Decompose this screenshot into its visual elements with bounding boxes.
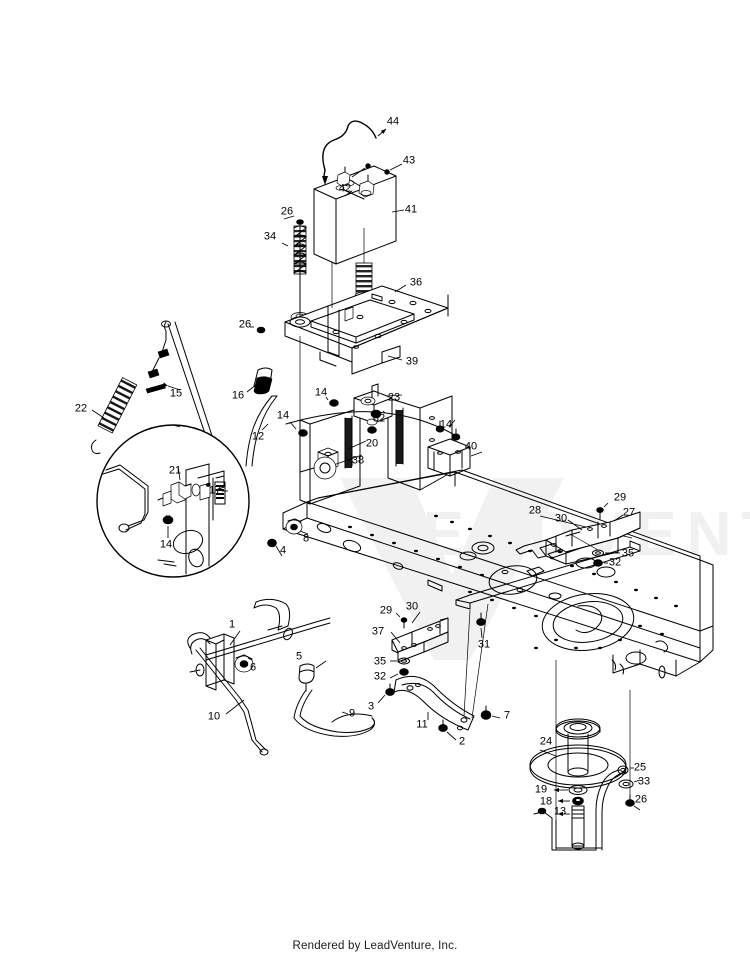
callout-5: 5: [295, 650, 303, 663]
callout-2: 2: [458, 735, 466, 748]
callout-32: 32: [608, 556, 622, 569]
callout-25: 25: [633, 761, 647, 774]
callout-10: 10: [207, 710, 221, 723]
callout-34: 34: [263, 230, 277, 243]
callout-40: 40: [464, 440, 478, 453]
battery-terminal-42: [335, 166, 351, 191]
callout-31: 31: [477, 638, 491, 651]
callout-6: 6: [249, 661, 257, 674]
bracket-23: [353, 383, 403, 424]
callout-28: 28: [528, 504, 542, 517]
callout-21: 21: [168, 464, 182, 477]
callout-30b: 30: [405, 600, 419, 613]
callout-22: 22: [74, 402, 88, 415]
callout-24: 24: [539, 735, 553, 748]
shift-lever-12: [245, 367, 278, 467]
callout-44: 44: [386, 115, 400, 128]
callout-3: 3: [367, 700, 375, 713]
callout-1: 1: [228, 618, 236, 631]
battery-41: [313, 163, 405, 265]
callout-11: 11: [416, 718, 428, 731]
callout-32c: 32: [372, 412, 386, 425]
callout-18: 18: [539, 795, 553, 808]
callout-9: 9: [348, 707, 356, 720]
callout-13: 13: [553, 805, 567, 818]
callout-26b: 26: [238, 318, 252, 331]
callout-14d: 14: [159, 538, 173, 551]
battery-terminal-43: [358, 174, 375, 198]
callout-4: 4: [279, 544, 287, 557]
main-frame-chassis: [267, 469, 714, 679]
callout-38: 38: [351, 454, 365, 467]
part-21-switch: [157, 465, 211, 507]
battery-cable-44: [322, 120, 387, 185]
spring-34: [281, 215, 310, 322]
callout-39: 39: [405, 355, 419, 368]
callout-35: 35: [621, 547, 635, 560]
fastener-stack-32: [366, 409, 386, 434]
frame-bracket-assembly: [285, 383, 483, 505]
callout-19: 19: [534, 783, 548, 796]
callout-7: 7: [503, 709, 511, 722]
callout-26c: 26: [634, 793, 648, 806]
callout-36: 36: [409, 276, 423, 289]
center-linkage-11: [377, 603, 501, 741]
callout-35b: 35: [373, 655, 387, 668]
callout-32b: 32: [373, 670, 387, 683]
callout-29b: 29: [379, 604, 393, 617]
callout-42: 42: [338, 182, 352, 195]
callout-15: 15: [169, 387, 183, 400]
callout-17: 17: [208, 484, 222, 497]
pulley-assembly-24: [529, 660, 641, 851]
footer-credit: Rendered by LeadVenture, Inc.: [292, 940, 458, 952]
callout-41: 41: [404, 203, 418, 216]
callout-12: 12: [251, 430, 265, 443]
battery-tray-36: [250, 284, 449, 375]
callout-26: 26: [280, 205, 294, 218]
callout-43: 43: [402, 154, 416, 167]
callout-16: 16: [231, 389, 245, 402]
callout-20: 20: [365, 437, 379, 450]
callout-14: 14: [314, 386, 328, 399]
callout-30: 30: [554, 512, 568, 525]
callout-37: 37: [371, 625, 385, 638]
detail-magnifier-circle: [96, 424, 250, 578]
pedal-assembly: [187, 598, 376, 756]
callout-23: 23: [387, 391, 401, 404]
callout-29: 29: [613, 491, 627, 504]
callout-8: 8: [302, 532, 310, 545]
callout-14c: 14: [439, 418, 453, 431]
callout-33: 33: [637, 775, 651, 788]
callout-14b: 14: [276, 409, 290, 422]
callout-27: 27: [622, 506, 636, 519]
right-bracket-27: [545, 502, 641, 567]
